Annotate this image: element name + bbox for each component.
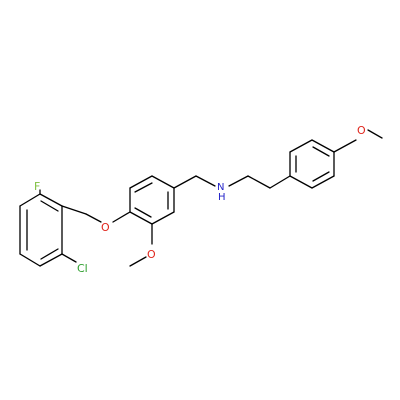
ether-oxygen-label: O [101,221,110,234]
bond [289,175,313,189]
bond [312,171,330,182]
nitrogen-atom-label: N [217,182,224,193]
bond [311,175,335,189]
bond-n-ch2 [228,175,249,187]
bond-benzyl-ch2 [61,205,87,215]
methoxyphenyl-ring-right [289,139,335,189]
bond [129,175,153,189]
bond [134,207,152,218]
bond-o-ch3-para [367,129,383,139]
para-methoxy-oxygen-label: O [357,124,366,137]
bond [39,253,63,267]
bond-aryl-ch2 [173,175,197,189]
nitrogen-hydrogen-label: H [218,192,226,203]
bond-c-cl [61,253,77,263]
bond [40,248,59,260]
bond [40,200,59,212]
bond [39,193,63,207]
bond-ch2-ch2 [247,175,271,189]
bond [151,211,175,225]
bond-ch2-n [195,175,216,187]
bond-c-o-para [333,139,357,153]
bond-ch2-o [85,213,102,223]
bond-ch2-aryl [269,175,291,189]
bond [311,139,335,153]
chlorofluorophenyl-ring [19,193,63,267]
fluorine-atom-label: F [34,180,40,193]
bond [151,175,175,189]
bond-o-ch3 [129,256,147,267]
methoxyphenyl-ring-middle [129,175,175,225]
bond [129,211,153,225]
bond [19,253,41,267]
bond [312,146,330,157]
chlorine-atom-label: Cl [77,262,88,275]
bond [19,193,41,207]
methoxy-oxygen-label: O [147,248,156,261]
bond [134,182,153,193]
bond-o-aryl [112,211,131,223]
bond [289,139,313,153]
